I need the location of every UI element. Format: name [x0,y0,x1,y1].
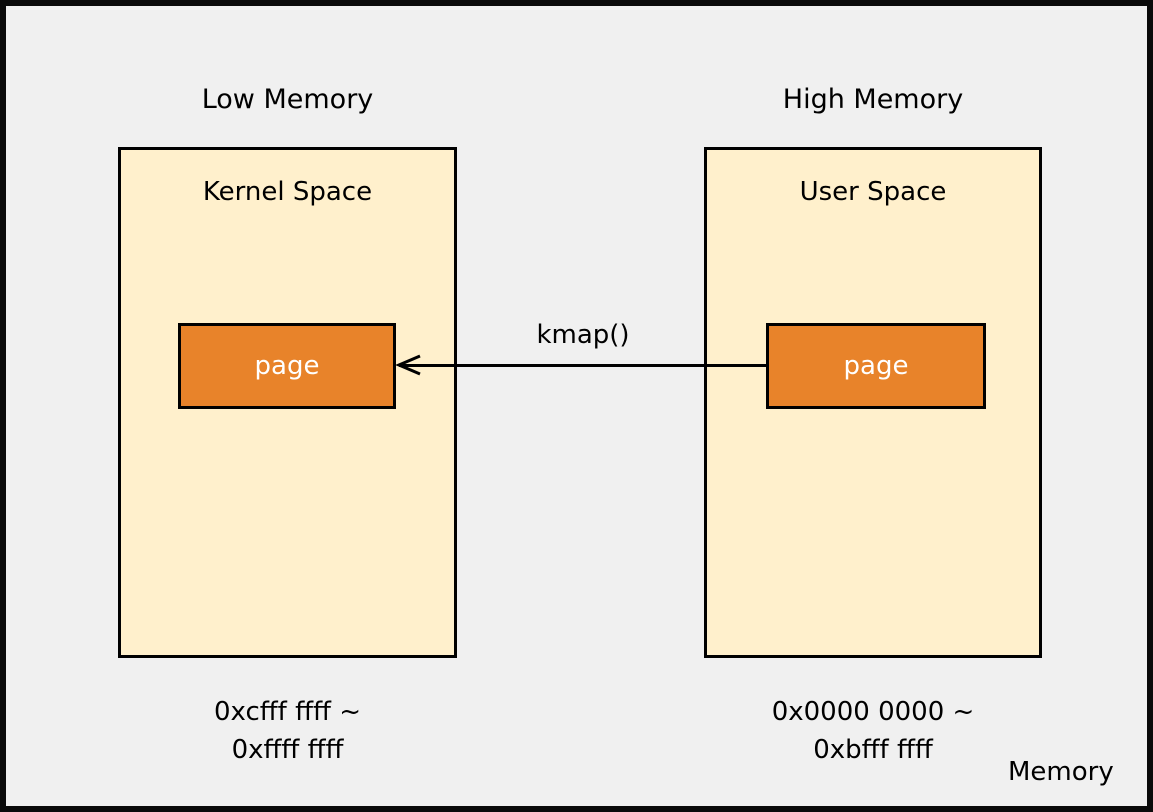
high-memory-heading: High Memory [782,84,964,115]
kernel-page-box: page [178,323,396,409]
kmap-arrow-head-icon [396,354,421,376]
kernel-page-label: page [254,351,320,381]
kmap-arrow-line [399,364,766,367]
memory-corner-label: Memory [1008,757,1114,787]
kernel-address-range: 0xcfff ffff ~ 0xffff ffff [118,694,457,769]
user-page-box: page [766,323,986,409]
kernel-space-label: Kernel Space [202,177,373,207]
user-address-line-2: 0xbfff ffff [813,734,933,765]
kernel-address-line-2: 0xffff ffff [231,734,344,765]
kmap-arrow-label: kmap() [536,320,630,350]
user-address-line-1: 0x0000 0000 ~ [771,697,975,727]
user-address-range: 0x0000 0000 ~ 0xbfff ffff [704,694,1042,769]
user-page-label: page [843,351,909,381]
user-space-label: User Space [799,177,947,207]
kernel-address-line-1: 0xcfff ffff ~ [214,697,361,727]
low-memory-heading: Low Memory [201,84,374,115]
